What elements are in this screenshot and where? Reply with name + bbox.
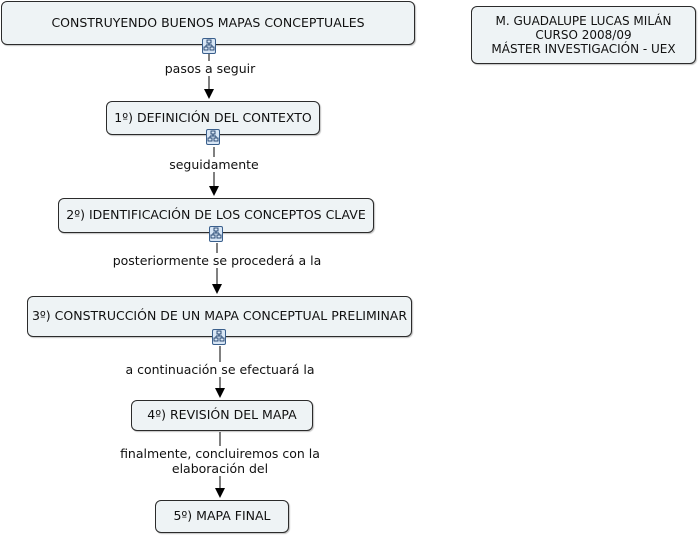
author-program: MÁSTER INVESTIGACIÓN - UEX	[491, 42, 676, 56]
link-label-seguidamente: seguidamente	[164, 157, 264, 172]
link-label-pasos: pasos a seguir	[160, 61, 260, 76]
step4-label: 4º) REVISIÓN DEL MAPA	[147, 407, 297, 423]
title-node-label: CONSTRUYENDO BUENOS MAPAS CONCEPTUALES	[51, 14, 365, 30]
step1-node[interactable]: 1º) DEFINICIÓN DEL CONTEXTO	[106, 101, 320, 135]
author-name: M. GUADALUPE LUCAS MILÁN	[495, 14, 672, 28]
concept-map-icon[interactable]	[202, 38, 216, 54]
author-node[interactable]: M. GUADALUPE LUCAS MILÁN CURSO 2008/09 M…	[471, 6, 696, 64]
link-label-posteriormente: posteriormente se procederá a la	[107, 253, 327, 268]
author-course: CURSO 2008/09	[535, 28, 632, 42]
step2-node[interactable]: 2º) IDENTIFICACIÓN DE LOS CONCEPTOS CLAV…	[58, 198, 374, 233]
step3-label: 3º) CONSTRUCCIÓN DE UN MAPA CONCEPTUAL P…	[31, 308, 408, 324]
step5-label: 5º) MAPA FINAL	[173, 508, 271, 524]
link-label-a-continuacion: a continuación se efectuará la	[120, 362, 320, 377]
step1-label: 1º) DEFINICIÓN DEL CONTEXTO	[114, 109, 312, 125]
step3-node[interactable]: 3º) CONSTRUCCIÓN DE UN MAPA CONCEPTUAL P…	[27, 296, 412, 337]
step2-label: 2º) IDENTIFICACIÓN DE LOS CONCEPTOS CLAV…	[66, 207, 366, 223]
concept-map-icon[interactable]	[209, 226, 223, 242]
link-label-elaboracion: elaboración del	[160, 461, 280, 476]
concept-map-icon[interactable]	[206, 129, 220, 145]
concept-map-icon[interactable]	[212, 329, 226, 345]
step5-node[interactable]: 5º) MAPA FINAL	[155, 500, 289, 533]
link-label-finalmente: finalmente, concluiremos con la	[110, 446, 330, 461]
step4-node[interactable]: 4º) REVISIÓN DEL MAPA	[131, 400, 313, 431]
